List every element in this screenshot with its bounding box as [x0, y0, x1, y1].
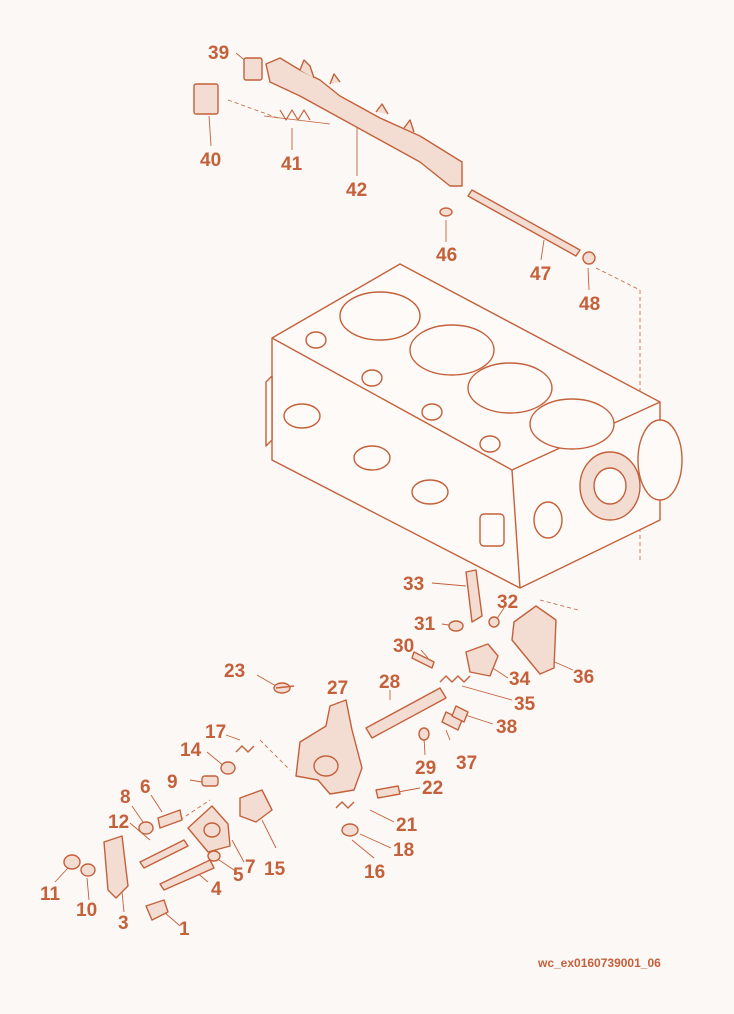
- callout-35: 35: [514, 694, 536, 715]
- callout-8: 8: [120, 787, 131, 808]
- callout-16: 16: [364, 862, 386, 883]
- callout-1: 1: [179, 919, 190, 940]
- callout-38: 38: [496, 717, 518, 738]
- callout-30: 30: [393, 636, 415, 657]
- callout-32: 32: [497, 592, 519, 613]
- callout-7: 7: [245, 857, 256, 878]
- callout-11: 11: [40, 884, 61, 905]
- callout-36: 36: [573, 667, 595, 688]
- governor-housing-27: [273, 682, 401, 837]
- engine-block: [265, 263, 683, 589]
- callout-48: 48: [579, 294, 601, 315]
- leader-lines: [54, 52, 590, 927]
- callout-31: 31: [414, 614, 436, 635]
- callout-46: 46: [436, 245, 458, 266]
- callout-10: 10: [76, 900, 98, 921]
- callout-42: 42: [346, 180, 368, 201]
- callout-37: 37: [456, 753, 478, 774]
- governor-rack-assembly: [193, 57, 463, 187]
- callout-14: 14: [180, 740, 202, 761]
- callout-15: 15: [264, 859, 286, 880]
- callout-28: 28: [379, 672, 401, 693]
- callout-12: 12: [108, 812, 130, 833]
- callout-29: 29: [415, 758, 437, 779]
- callout-33: 33: [403, 574, 425, 595]
- callout-9: 9: [167, 772, 178, 793]
- callout-40: 40: [200, 150, 222, 171]
- callout-3: 3: [118, 913, 129, 934]
- callout-39: 39: [208, 43, 230, 64]
- callout-5: 5: [233, 865, 244, 886]
- callout-17: 17: [205, 722, 227, 743]
- callout-27: 27: [327, 678, 349, 699]
- governor-lever-group: [365, 569, 557, 741]
- callout-34: 34: [509, 669, 531, 690]
- figure-reference: wc_ex0160739001_06: [538, 956, 661, 970]
- callout-21: 21: [396, 815, 418, 836]
- callout-6: 6: [140, 777, 151, 798]
- lever-parts-left: [63, 745, 273, 921]
- callout-47: 47: [530, 264, 552, 285]
- callout-4: 4: [211, 879, 222, 900]
- callout-18: 18: [393, 840, 415, 861]
- callout-22: 22: [422, 778, 444, 799]
- shaft-47: [439, 189, 596, 265]
- callout-41: 41: [281, 154, 303, 175]
- callout-23: 23: [224, 661, 246, 682]
